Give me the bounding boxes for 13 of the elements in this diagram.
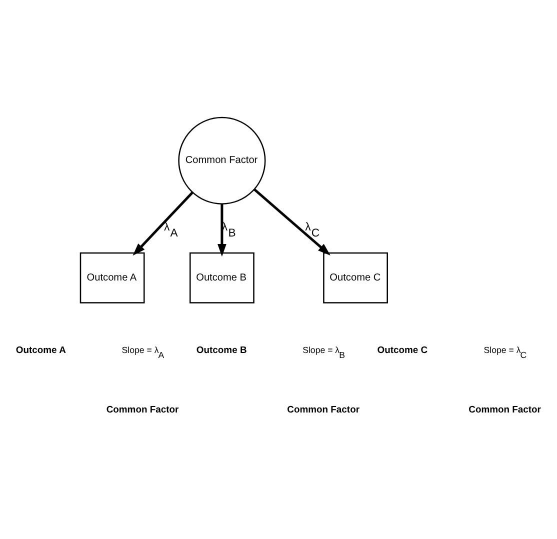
arrow bbox=[253, 188, 330, 255]
label: Common Factor bbox=[468, 404, 541, 416]
label: Outcome A bbox=[16, 344, 66, 356]
label: Common Factor bbox=[287, 404, 360, 416]
arrow bbox=[132, 191, 194, 256]
label: Common Factor bbox=[106, 404, 179, 416]
arrow bbox=[218, 203, 226, 256]
label: Outcome B bbox=[196, 344, 247, 356]
node-box: Outcome C bbox=[323, 252, 388, 303]
node-box: Outcome A bbox=[80, 252, 145, 303]
node-box: Outcome B bbox=[190, 252, 254, 303]
node-circle: Common Factor bbox=[178, 116, 266, 204]
label: Outcome C bbox=[377, 344, 428, 356]
